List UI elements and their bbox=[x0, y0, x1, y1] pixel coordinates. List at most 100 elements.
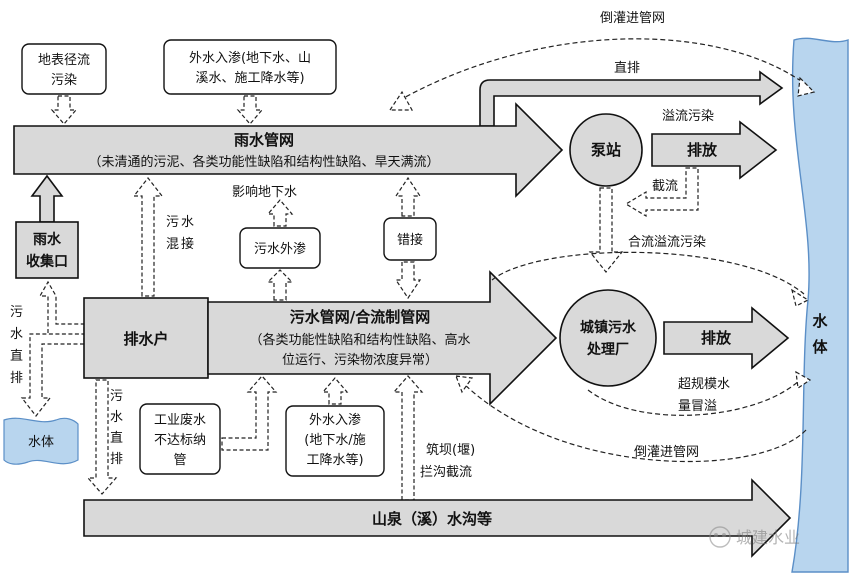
watermark-logo-dot bbox=[714, 533, 718, 537]
dam-interception-dashed-arrow bbox=[392, 375, 424, 501]
direct-discharge-label: 直排 bbox=[614, 61, 640, 76]
household-label: 排水户 bbox=[123, 330, 168, 348]
industrial-wastewater-box bbox=[139, 403, 221, 475]
sewage-exfiltration-box bbox=[239, 227, 321, 269]
direct-sewage-mid-1: 污 bbox=[110, 389, 123, 404]
infiltration-bottom-3: 工降水等) bbox=[306, 452, 363, 468]
industrial-wastewater-3: 管 bbox=[173, 453, 186, 468]
misconnection-label: 错接 bbox=[397, 232, 423, 248]
water-body-right-label-2: 体 bbox=[812, 338, 828, 356]
infiltration-top-dashed-arrow bbox=[236, 95, 264, 125]
interception-dashed-arrow bbox=[624, 167, 699, 218]
misconnection-dashed-up-arrow bbox=[394, 176, 422, 217]
storm-sewer-arrow bbox=[13, 102, 564, 198]
infiltration-bottom-box bbox=[285, 405, 385, 477]
direct-sewage-left-1: 污 bbox=[10, 305, 23, 320]
sanitary-sewer-arrow bbox=[207, 270, 558, 406]
wastewater-plant-label-2: 处理厂 bbox=[586, 341, 629, 358]
discharge-arrow-1 bbox=[651, 120, 778, 180]
dam-interception-2: 拦沟截流 bbox=[420, 465, 472, 480]
combined-overflow-curve bbox=[491, 251, 805, 295]
industrial-dashed-arrow bbox=[221, 375, 278, 451]
backflow-top-curve bbox=[399, 38, 809, 101]
surface-runoff-label-1: 地表径流 bbox=[38, 53, 90, 68]
direct-sewage-mid-dashed-arrow bbox=[86, 379, 118, 495]
direct-sewage-left-4: 排 bbox=[10, 371, 23, 386]
household-box bbox=[83, 297, 209, 379]
storm-sewer-subtitle: （未清通的污泥、各类功能性缺陷和结构性缺陷、旱天满流） bbox=[88, 154, 439, 170]
backflow-top-label: 倒灌进管网 bbox=[600, 11, 665, 26]
discharge-arrow-2-label: 排放 bbox=[701, 329, 732, 347]
discharge-arrow-2 bbox=[663, 306, 790, 370]
backflow-top-arrowhead bbox=[388, 90, 414, 111]
surface-runoff-label-2: 污染 bbox=[51, 73, 77, 88]
watermark: 城建水业 bbox=[709, 526, 800, 548]
storm-inlet-label-1: 雨水 bbox=[33, 231, 62, 248]
backflow-bottom-arrowhead bbox=[455, 375, 474, 394]
direct-sewage-mid-4: 排 bbox=[110, 452, 123, 467]
over-capacity-arrowhead bbox=[795, 370, 812, 390]
water-body-left bbox=[3, 417, 79, 465]
infiltration-top-label-2: 溪水、施工降水等) bbox=[195, 70, 304, 86]
over-capacity-curve bbox=[587, 377, 803, 416]
water-body-right-label-1: 水 bbox=[812, 312, 828, 330]
household-to-inlet-dashed-arrow bbox=[38, 280, 85, 337]
mixed-connection-3: 混 bbox=[166, 237, 179, 252]
storm-inlet-box bbox=[15, 221, 79, 279]
pump-station bbox=[569, 113, 643, 187]
direct-sewage-mid-3: 直 bbox=[110, 431, 123, 446]
water-body-right bbox=[791, 37, 849, 573]
direct-sewage-left-dashed-arrow bbox=[20, 333, 85, 417]
combined-overflow-arrowhead bbox=[791, 288, 810, 307]
pump-station-label: 泵站 bbox=[591, 141, 621, 159]
infiltration-bottom-2: (地下水/施 bbox=[304, 433, 365, 448]
mountain-stream-arrow bbox=[83, 478, 792, 558]
industrial-wastewater-2: 不达标纳 bbox=[154, 433, 206, 448]
discharge-arrow-1-label: 排放 bbox=[687, 141, 718, 159]
infiltration-bottom-dashed-arrow bbox=[321, 377, 349, 405]
storm-sewer-title: 雨水管网 bbox=[234, 131, 294, 149]
dam-interception-1: 筑坝(堰) bbox=[426, 442, 475, 458]
surface-runoff-dashed-arrow bbox=[50, 95, 78, 125]
wastewater-plant-label-1: 城镇污水 bbox=[580, 319, 637, 336]
over-capacity-label-1: 超规模水 bbox=[678, 377, 730, 392]
direct-discharge-arrow bbox=[479, 70, 784, 127]
storm-inlet-label-2: 收集口 bbox=[26, 253, 68, 270]
surface-runoff-box bbox=[21, 43, 107, 95]
mixed-connection-4: 接 bbox=[181, 236, 194, 252]
pump-to-plant-dashed-arrow bbox=[588, 187, 624, 273]
industrial-wastewater-1: 工业废水 bbox=[154, 412, 206, 428]
wastewater-plant bbox=[559, 289, 657, 387]
infiltration-top-box bbox=[163, 39, 337, 95]
infiltration-bottom-1: 外水入渗 bbox=[309, 413, 361, 428]
exfiltration-dashed-arrow bbox=[266, 269, 294, 301]
backflow-top-tail-head bbox=[797, 76, 816, 97]
direct-sewage-mid-2: 水 bbox=[110, 410, 123, 425]
combined-overflow-label: 合流溢流污染 bbox=[628, 235, 706, 250]
mixed-connection-2: 水 bbox=[181, 215, 194, 230]
watermark-logo-icon bbox=[709, 526, 731, 548]
water-body-left-label: 水体 bbox=[28, 435, 54, 450]
watermark-logo-dot-2 bbox=[722, 533, 726, 537]
direct-sewage-left-3: 直 bbox=[10, 349, 23, 364]
affect-groundwater-dashed-arrow bbox=[266, 199, 294, 227]
interception-label: 截流 bbox=[652, 179, 678, 194]
misconnection-box bbox=[383, 217, 437, 261]
backflow-bottom-curve bbox=[461, 381, 807, 463]
sewage-exfiltration-label: 污水外渗 bbox=[254, 242, 306, 257]
misconnection-dashed-down-arrow bbox=[394, 261, 422, 300]
sanitary-sewer-subtitle-1: （各类功能性缺陷和结构性缺陷、高水 bbox=[249, 332, 470, 348]
watermark-text: 城建水业 bbox=[736, 528, 800, 547]
mixed-connection-dashed-arrow bbox=[132, 177, 164, 297]
infiltration-top-label-1: 外水入渗(地下水、山 bbox=[189, 51, 311, 66]
affect-groundwater-label: 影响地下水 bbox=[232, 184, 297, 200]
overflow-pollution-label: 溢流污染 bbox=[662, 109, 714, 124]
mixed-connection-1: 污 bbox=[166, 215, 179, 230]
over-capacity-label-2: 量冒溢 bbox=[678, 399, 717, 414]
inlet-up-arrow bbox=[30, 174, 64, 223]
mountain-stream-label: 山泉（溪）水沟等 bbox=[372, 510, 492, 528]
direct-sewage-left-2: 水 bbox=[10, 327, 23, 342]
backflow-bottom-label: 倒灌进管网 bbox=[634, 445, 699, 460]
sanitary-sewer-subtitle-2: 位运行、污染物浓度异常） bbox=[282, 352, 438, 368]
